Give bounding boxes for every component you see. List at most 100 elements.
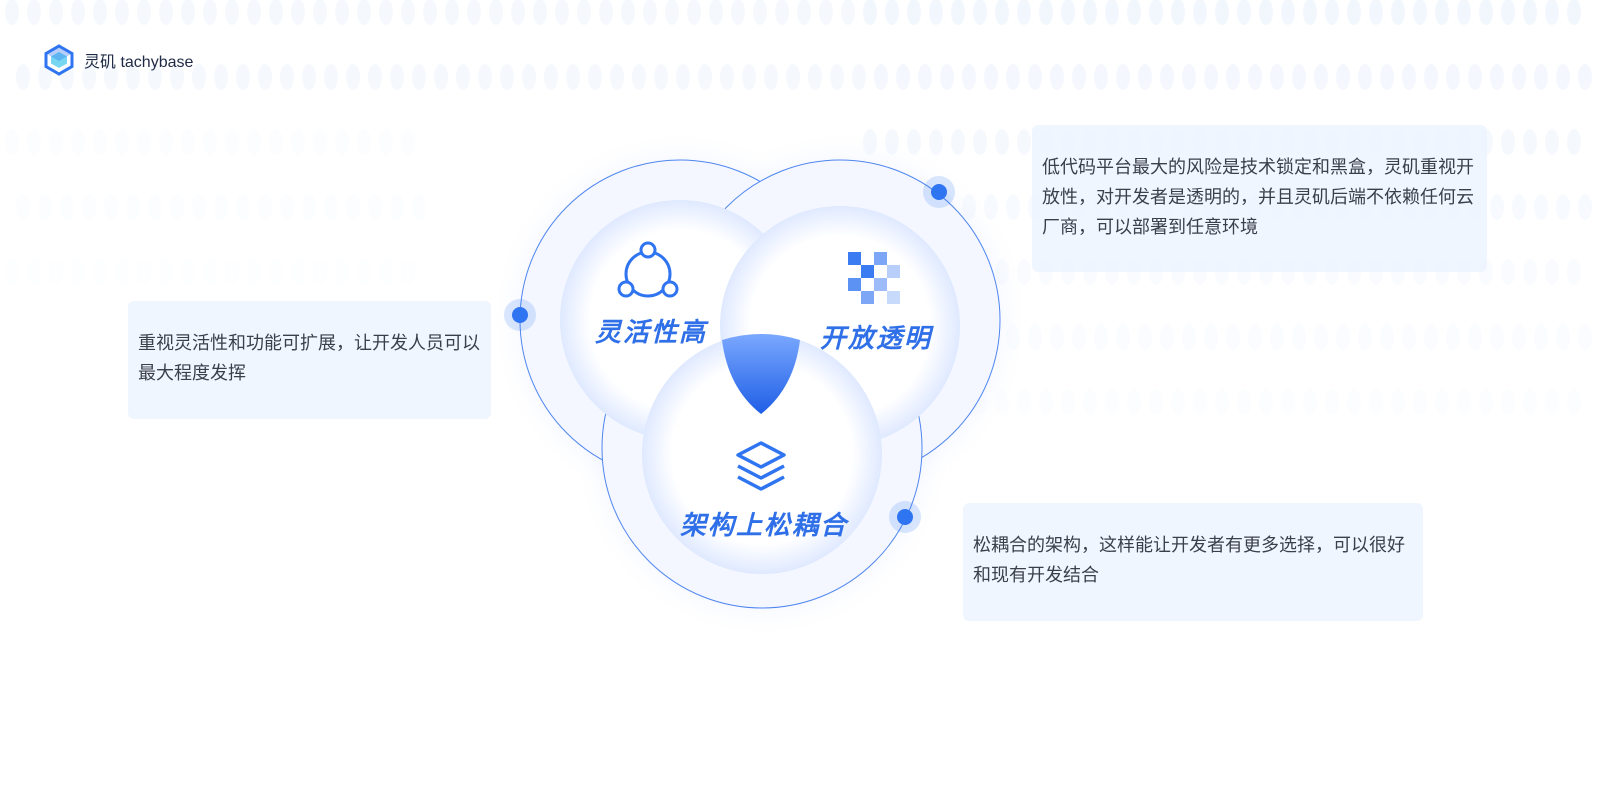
background-dot <box>1567 129 1581 155</box>
background-dot <box>588 64 602 90</box>
background-dot <box>1578 194 1592 220</box>
background-dot <box>1281 389 1295 415</box>
background-dot <box>1039 0 1053 25</box>
background-dot <box>1512 64 1526 90</box>
description-card-flexibility: 重视灵活性和功能可扩展，让开发人员可以最大程度发挥 <box>128 301 491 419</box>
background-dot <box>1534 324 1548 350</box>
background-dot <box>1072 64 1086 90</box>
background-dot <box>1512 324 1526 350</box>
background-dot <box>1259 0 1273 25</box>
background-dot <box>225 0 239 25</box>
background-dot <box>819 0 833 25</box>
background-dot <box>93 259 107 285</box>
background-dot <box>1402 324 1416 350</box>
background-dot <box>38 194 52 220</box>
background-dot <box>93 0 107 25</box>
background-dot <box>225 129 239 155</box>
background-dot <box>1578 64 1592 90</box>
background-dot <box>126 194 140 220</box>
background-dot <box>115 129 129 155</box>
background-dot <box>38 64 52 90</box>
background-dot <box>401 259 415 285</box>
background-dot <box>929 0 943 25</box>
background-dot <box>1050 64 1064 90</box>
description-card-loose-coupling: 松耦合的架构，这样能让开发者有更多选择，可以很好和现有开发结合 <box>963 503 1423 621</box>
background-dot <box>401 0 415 25</box>
background-dot <box>27 0 41 25</box>
background-dot <box>1314 324 1328 350</box>
background-dot <box>885 129 899 155</box>
background-dot <box>335 259 349 285</box>
background-dot <box>335 0 349 25</box>
circle-label-loose-coupling: 架构上松耦合 <box>680 511 849 541</box>
background-dot <box>544 64 558 90</box>
background-dot <box>951 0 965 25</box>
background-dot <box>1226 64 1240 90</box>
background-dot <box>1457 389 1471 415</box>
background-dot <box>313 129 327 155</box>
background-dot <box>1380 324 1394 350</box>
background-dot <box>1501 0 1515 25</box>
background-dot <box>49 259 63 285</box>
background-dot <box>1413 0 1427 25</box>
background-dot <box>995 259 1009 285</box>
background-dot <box>368 64 382 90</box>
background-dot <box>731 0 745 25</box>
background-dot <box>1534 194 1548 220</box>
background-dot <box>1490 64 1504 90</box>
background-dot <box>170 64 184 90</box>
background-dot <box>1402 64 1416 90</box>
background-dot <box>775 0 789 25</box>
background-dot <box>203 0 217 25</box>
shield-icon <box>722 334 800 414</box>
background-dot <box>1193 0 1207 25</box>
background-dot <box>1226 324 1240 350</box>
background-dot <box>632 64 646 90</box>
background-dot <box>1138 324 1152 350</box>
background-dot <box>5 259 19 285</box>
background-dot <box>1281 0 1295 25</box>
background-dot <box>390 194 404 220</box>
card-text: 重视灵活性和功能可扩展，让开发人员可以最大程度发挥 <box>138 333 480 384</box>
background-dot <box>445 0 459 25</box>
background-dot <box>1303 0 1317 25</box>
background-dot <box>984 194 998 220</box>
background-dot <box>335 129 349 155</box>
background-dot <box>115 259 129 285</box>
background-dot <box>885 0 899 25</box>
background-dot <box>489 0 503 25</box>
background-dot <box>291 0 305 25</box>
background-dot <box>852 64 866 90</box>
background-dot <box>764 64 778 90</box>
background-dot <box>313 0 327 25</box>
background-dot <box>1105 0 1119 25</box>
background-dot <box>225 259 239 285</box>
background-dot <box>863 129 877 155</box>
background-dot <box>379 0 393 25</box>
background-dot <box>1094 324 1108 350</box>
background-dot <box>1138 64 1152 90</box>
background-dot <box>82 64 96 90</box>
background-dot <box>1545 0 1559 25</box>
background-dot <box>60 194 74 220</box>
background-dot <box>907 129 921 155</box>
background-dot <box>1292 64 1306 90</box>
background-dot <box>1336 324 1350 350</box>
background-dot <box>1380 64 1394 90</box>
background-dot <box>929 129 943 155</box>
background-dot <box>797 0 811 25</box>
background-dot <box>181 129 195 155</box>
background-dot <box>1248 324 1262 350</box>
background-dot <box>126 64 140 90</box>
background-dot <box>665 0 679 25</box>
background-dot <box>192 64 206 90</box>
share-nodes-icon <box>617 241 679 298</box>
background-dot <box>269 0 283 25</box>
background-dot <box>1193 389 1207 415</box>
background-dot <box>291 129 305 155</box>
mosaic-grid-icon <box>848 252 900 304</box>
background-dot <box>830 64 844 90</box>
background-dot <box>984 64 998 90</box>
background-dot <box>1556 324 1570 350</box>
background-dot <box>995 0 1009 25</box>
